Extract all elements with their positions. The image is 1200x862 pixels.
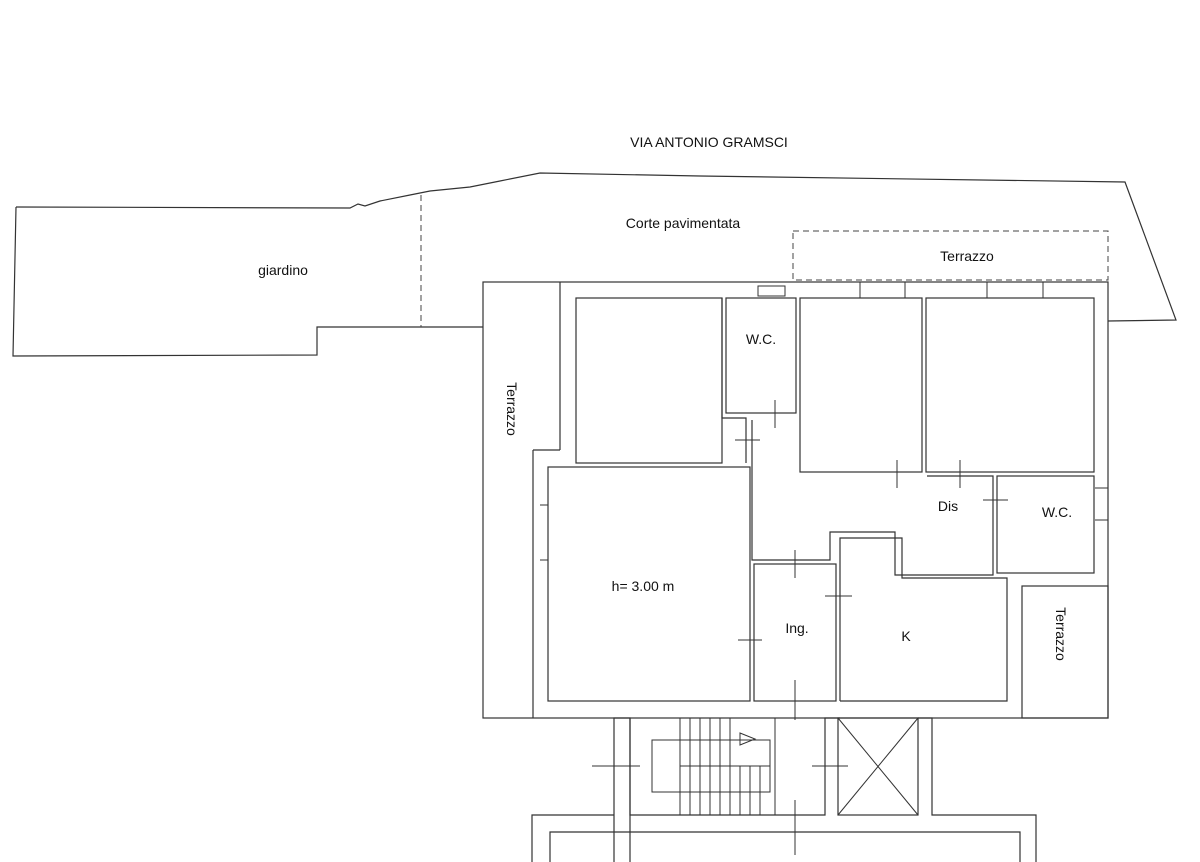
building-walls <box>482 281 1109 719</box>
site-boundary <box>12 172 1177 357</box>
wc-right-label: W.C. <box>1042 504 1072 520</box>
terrace-top-outline <box>792 230 1109 281</box>
terrace-top-label: Terrazzo <box>940 248 994 264</box>
rooms <box>540 297 1109 719</box>
stairwell <box>592 717 848 862</box>
terrace-right-label: Terrazzo <box>1053 607 1069 661</box>
terrace-left-label: Terrazzo <box>504 382 520 436</box>
entrance-label: Ing. <box>785 620 808 636</box>
elevator-shaft <box>531 717 1037 862</box>
hallway-label: Dis <box>938 498 958 514</box>
wc-top-label: W.C. <box>746 331 776 347</box>
door-marks <box>735 400 1008 720</box>
garden-label: giardino <box>258 262 308 278</box>
living-height-label: h= 3.00 m <box>612 578 675 594</box>
street-label: VIA ANTONIO GRAMSCI <box>630 134 788 150</box>
kitchen-label: K <box>901 628 911 644</box>
courtyard-label: Corte pavimentata <box>626 215 741 231</box>
